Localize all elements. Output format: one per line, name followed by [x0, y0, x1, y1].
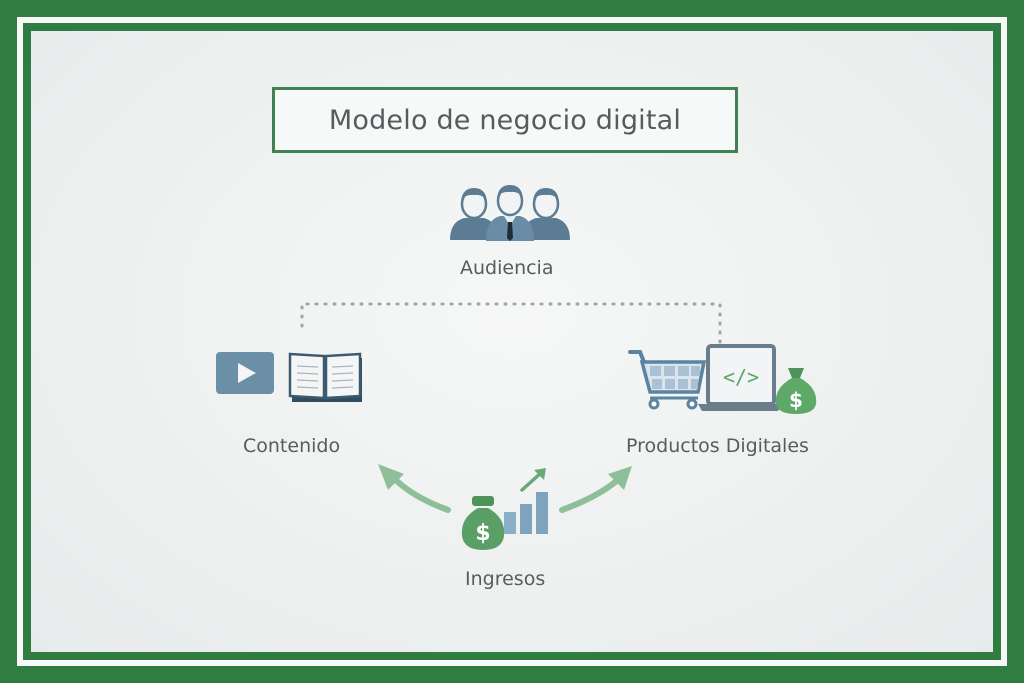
node-label-audiencia: Audiencia [460, 257, 554, 279]
shopping-cart-icon [628, 350, 707, 410]
diagram-title: Modelo de negocio digital [328, 104, 682, 136]
money-bag-icon: $ [461, 496, 505, 550]
currency-glyph: $ [475, 521, 490, 546]
code-glyph: </> [723, 365, 759, 389]
people-group-icon [450, 185, 570, 241]
currency-glyph: $ [789, 388, 803, 412]
laptop-code-icon: </> [698, 344, 782, 411]
bar-chart-growth-icon [504, 468, 548, 534]
title-box: Modelo de negocio digital [272, 87, 738, 153]
money-bag-icon: $ [775, 368, 817, 414]
node-label-productos: Productos Digitales [626, 435, 809, 457]
node-label-ingresos: Ingresos [465, 568, 546, 590]
node-label-contenido: Contenido [243, 435, 341, 457]
video-play-icon [216, 352, 274, 394]
open-book-icon [288, 352, 362, 402]
